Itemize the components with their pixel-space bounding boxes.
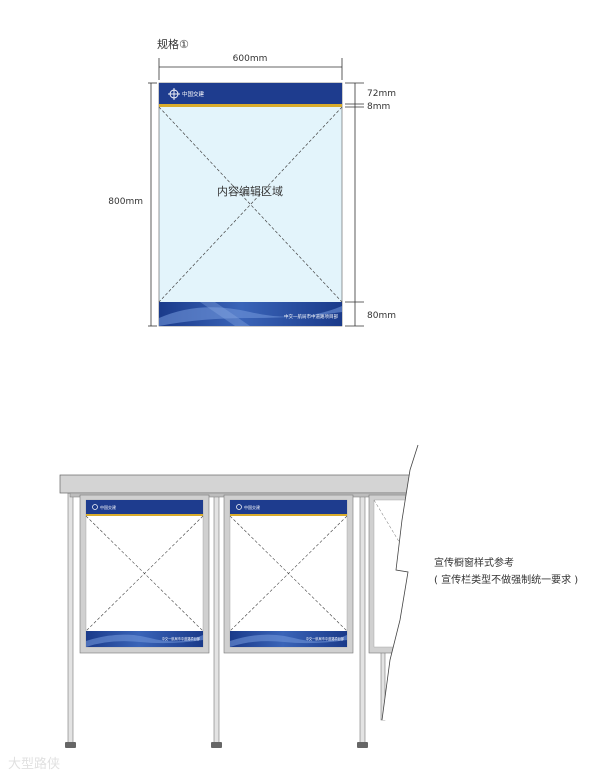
display-frame-1: 中国交建 中交一航局市中道路项目部: [79, 494, 210, 654]
footer-text: 中交一航局市中道路项目部: [284, 313, 338, 320]
logo-icon: [236, 504, 242, 510]
header-dim-label: 72mm: [367, 89, 396, 99]
gold-line-dim-label: 8mm: [367, 102, 390, 112]
roof-beam: [59, 474, 411, 494]
logo-icon: [168, 88, 180, 100]
caption-note: ( 宣传栏类型不做强制统一要求 ): [434, 573, 578, 586]
watermark-text: 大型路侠: [8, 756, 60, 772]
watermark: 大型路侠: [8, 756, 60, 772]
spec-label: 规格①: [157, 37, 189, 51]
right-dimensions: 72mm 8mm 80mm: [345, 82, 396, 327]
width-dimension: 600mm: [158, 54, 343, 80]
footer-band: [159, 302, 342, 326]
display-frame-2: 中国交建 中交一航局市中道路项目部: [223, 494, 354, 654]
logo-text: 中国交建: [182, 90, 205, 98]
content-label: 内容编辑区域: [217, 184, 283, 198]
footer-text: 中交一航局市中道路项目部: [306, 636, 345, 641]
post-left: [67, 492, 74, 746]
logo-text: 中国交建: [100, 504, 116, 510]
caption-title: 宣传橱窗样式参考: [434, 556, 514, 569]
header-band: [159, 83, 342, 104]
sign-panel: 中国交建 内容编辑区域 中交一航局市中道路项目部: [158, 82, 343, 327]
gold-line: [159, 104, 342, 107]
content-area: [158, 82, 343, 327]
break-line: [381, 444, 419, 721]
post-right: [359, 492, 366, 746]
footer-dim-label: 80mm: [367, 311, 396, 321]
display-case-illustration: 中国交建 中交一航局市中道路项目部 中国交建 中交一航局市中道路项目部: [59, 444, 615, 748]
post-middle: [213, 492, 220, 746]
logo-icon: [92, 504, 98, 510]
logo-text: 中国交建: [244, 504, 260, 510]
footer-text: 中交一航局市中道路项目部: [162, 636, 201, 641]
height-dimension: 800mm: [108, 82, 157, 327]
height-label: 800mm: [108, 197, 143, 207]
width-label: 600mm: [233, 54, 268, 64]
spec-drawing: 规格① 600mm 中国交建 内容编辑区域: [108, 37, 396, 327]
